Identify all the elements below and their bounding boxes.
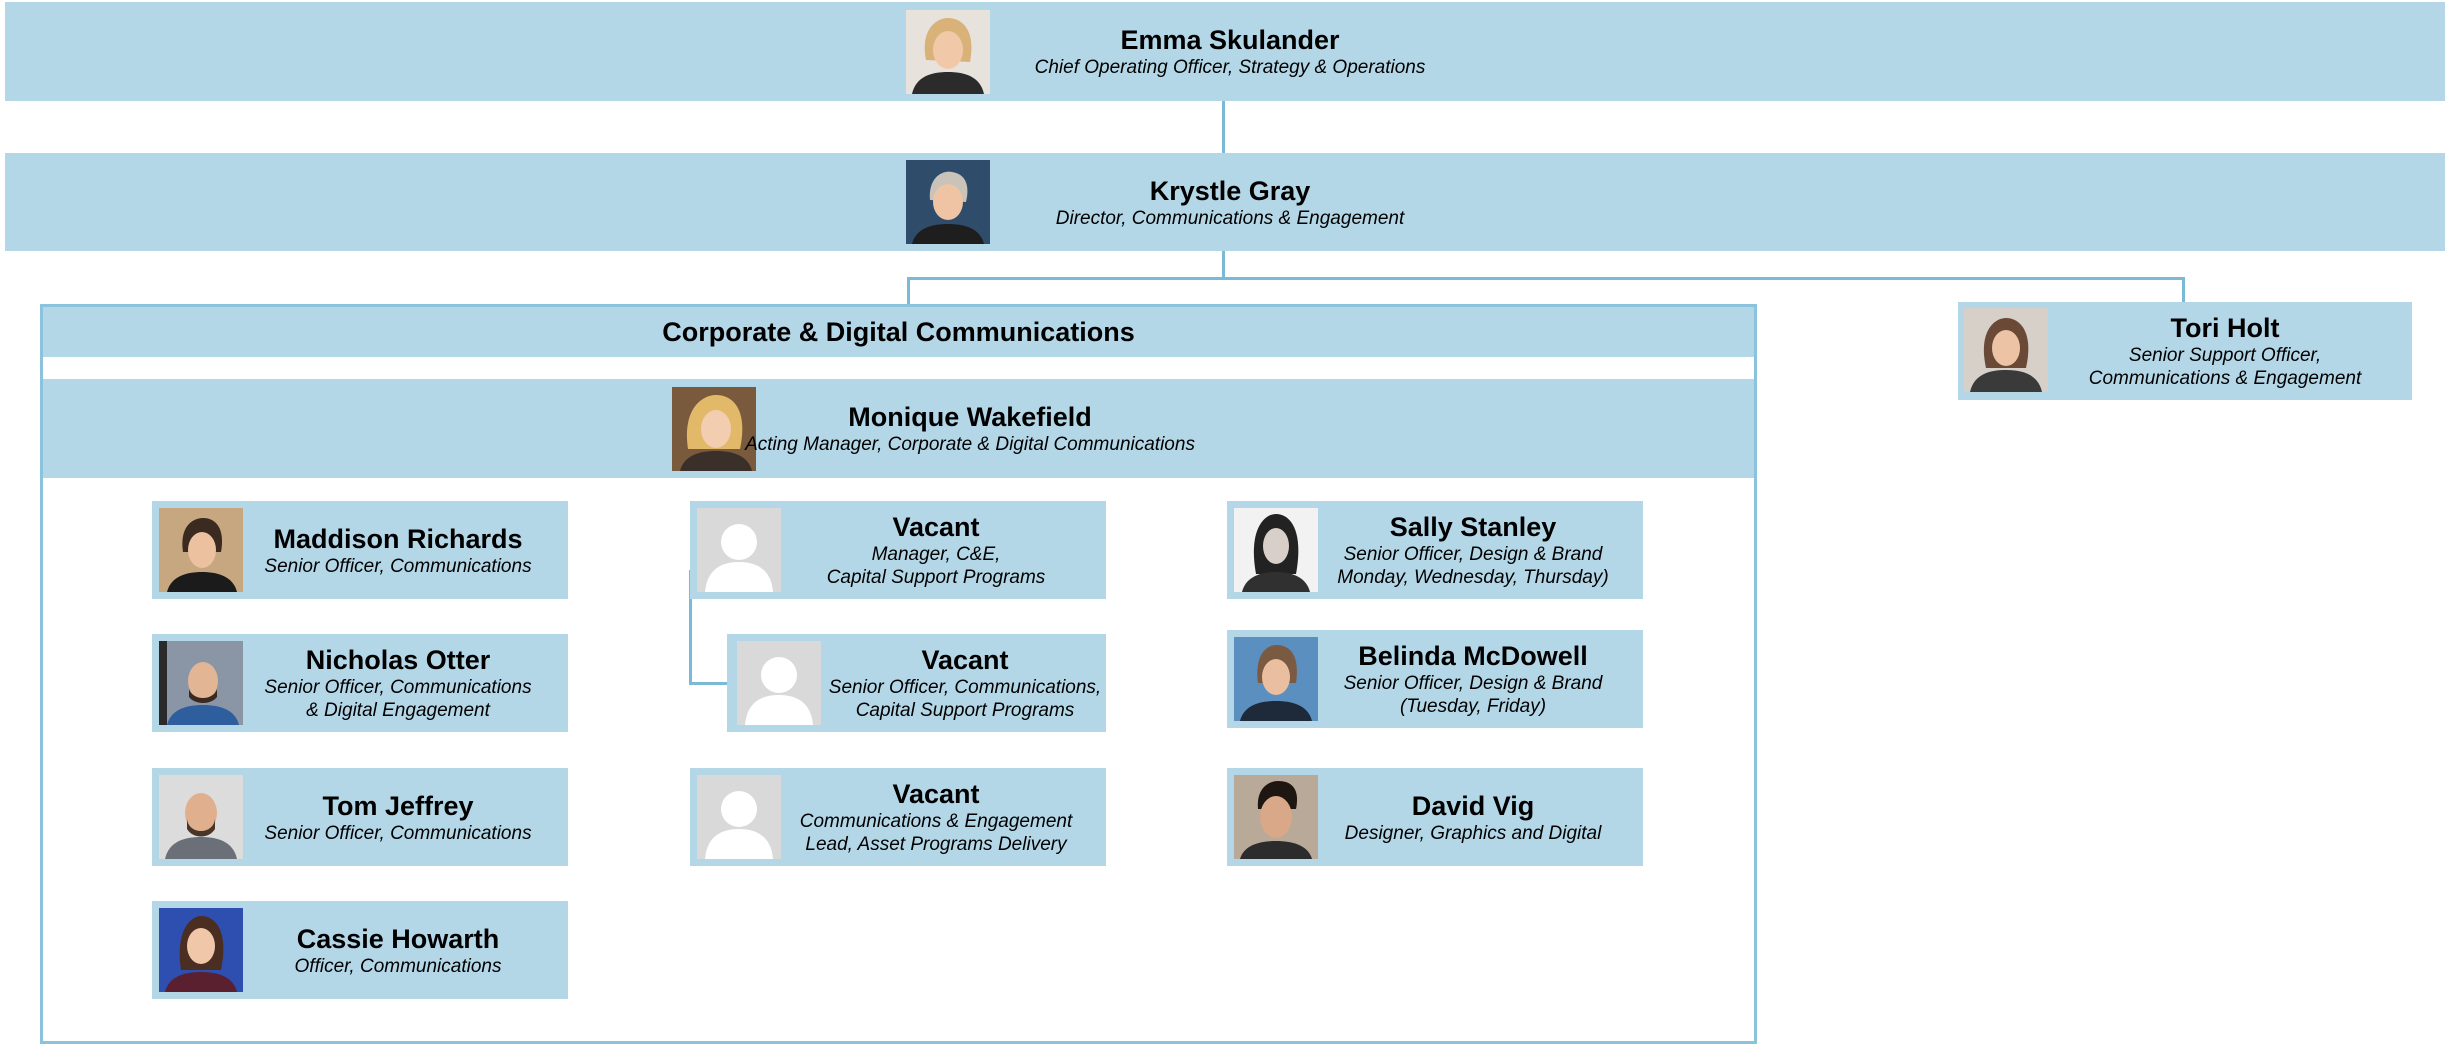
- connector-to-support: [2182, 277, 2185, 302]
- vacant-name: Vacant: [892, 512, 980, 542]
- connector-vacant-sub: [689, 570, 692, 685]
- director-title: Director, Communications & Engagement: [1055, 207, 1405, 229]
- staff-text: Sally Stanley Senior Officer, Design & B…: [1323, 501, 1623, 599]
- staff-text: Belinda McDowell Senior Officer, Design …: [1323, 630, 1623, 728]
- ceo-name: Emma Skulander: [1120, 25, 1340, 55]
- staff-photo: [159, 775, 243, 859]
- vacant-title-line2: Capital Support Programs: [826, 567, 1046, 588]
- vacant-photo: [697, 775, 781, 859]
- manager-title: Acting Manager, Corporate & Digital Comm…: [745, 434, 1195, 455]
- vacant-title: Communications & Engagement: [799, 811, 1073, 832]
- section-title: Corporate & Digital Communications: [662, 316, 1135, 347]
- staff-name: Belinda McDowell: [1358, 641, 1588, 671]
- vacant-name: Vacant: [892, 779, 980, 809]
- ceo-photo: [906, 10, 990, 94]
- ceo-text: Emma Skulander Chief Operating Officer, …: [1000, 2, 1460, 101]
- staff-text: Tom Jeffrey Senior Officer, Communicatio…: [248, 768, 548, 866]
- staff-photo: [1234, 775, 1318, 859]
- connector-ceo-director: [1222, 100, 1225, 153]
- director-text: Krystle Gray Director, Communications & …: [1000, 153, 1460, 251]
- staff-photo: [159, 508, 243, 592]
- director-photo: [906, 160, 990, 244]
- staff-text: Maddison Richards Senior Officer, Commun…: [248, 501, 548, 599]
- staff-photo: [159, 641, 243, 725]
- staff-text: Nicholas Otter Senior Officer, Communica…: [248, 634, 548, 732]
- vacant-text: Vacant Senior Officer, Communications, C…: [824, 634, 1106, 732]
- vacant-title-line2: Capital Support Programs: [855, 700, 1075, 721]
- connector-to-section: [907, 277, 910, 305]
- vacant-text: Vacant Communications & Engagement Lead,…: [786, 768, 1086, 866]
- staff-text: David Vig Designer, Graphics and Digital: [1323, 768, 1623, 866]
- staff-photo: [159, 908, 243, 992]
- support-title-line1: Senior Support Officer,: [2128, 345, 2322, 366]
- vacant-photo: [737, 641, 821, 725]
- staff-title: Senior Officer, Design & Brand: [1343, 544, 1603, 565]
- vacant-name: Vacant: [921, 645, 1009, 675]
- staff-title-line2: (Tuesday, Friday): [1399, 696, 1547, 717]
- vacant-photo: [697, 508, 781, 592]
- staff-name: Sally Stanley: [1389, 512, 1557, 542]
- staff-name: Tom Jeffrey: [322, 790, 474, 821]
- ceo-title: Chief Operating Officer, Strategy & Oper…: [1034, 57, 1426, 78]
- staff-title-line2: & Digital Engagement: [306, 700, 490, 721]
- director-box[interactable]: [5, 153, 2445, 251]
- ceo-box[interactable]: [5, 2, 2445, 101]
- staff-title: Senior Officer, Communications: [264, 677, 532, 698]
- staff-name: Cassie Howarth: [296, 923, 500, 954]
- staff-title: Senior Officer, Communications: [264, 822, 532, 844]
- staff-title: Designer, Graphics and Digital: [1344, 822, 1602, 844]
- staff-name: Nicholas Otter: [305, 645, 491, 675]
- staff-photo: [1234, 637, 1318, 721]
- staff-text: Cassie Howarth Officer, Communications: [248, 901, 548, 999]
- connector-director-down: [1222, 250, 1225, 279]
- staff-title-line2: Monday, Wednesday, Thursday): [1337, 567, 1609, 588]
- vacant-text: Vacant Manager, C&E, Capital Support Pro…: [786, 501, 1086, 599]
- support-name: Tori Holt: [2170, 313, 2280, 343]
- section-header[interactable]: Corporate & Digital Communications: [43, 307, 1754, 357]
- manager-photo: [672, 387, 756, 471]
- staff-name: David Vig: [1411, 790, 1535, 821]
- connector-vacant-sub-h: [689, 682, 727, 685]
- manager-name: Monique Wakefield: [848, 402, 1092, 432]
- support-text: Tori Holt Senior Support Officer, Commun…: [2050, 302, 2400, 400]
- staff-title: Senior Officer, Design & Brand: [1343, 673, 1603, 694]
- staff-photo: [1234, 508, 1318, 592]
- connector-horizontal: [907, 277, 2185, 280]
- support-photo: [1964, 308, 2048, 392]
- staff-title: Officer, Communications: [294, 955, 502, 977]
- vacant-title-line2: Lead, Asset Programs Delivery: [805, 834, 1067, 855]
- director-name: Krystle Gray: [1149, 175, 1311, 206]
- staff-title: Senior Officer, Communications: [264, 555, 532, 577]
- staff-name: Maddison Richards: [273, 523, 523, 554]
- vacant-title: Senior Officer, Communications,: [828, 677, 1102, 698]
- manager-box[interactable]: [43, 379, 1754, 478]
- vacant-title: Manager, C&E,: [871, 544, 1001, 565]
- manager-text: Monique Wakefield Acting Manager, Corpor…: [745, 379, 1195, 478]
- support-title-line2: Communications & Engagement: [2088, 368, 2362, 389]
